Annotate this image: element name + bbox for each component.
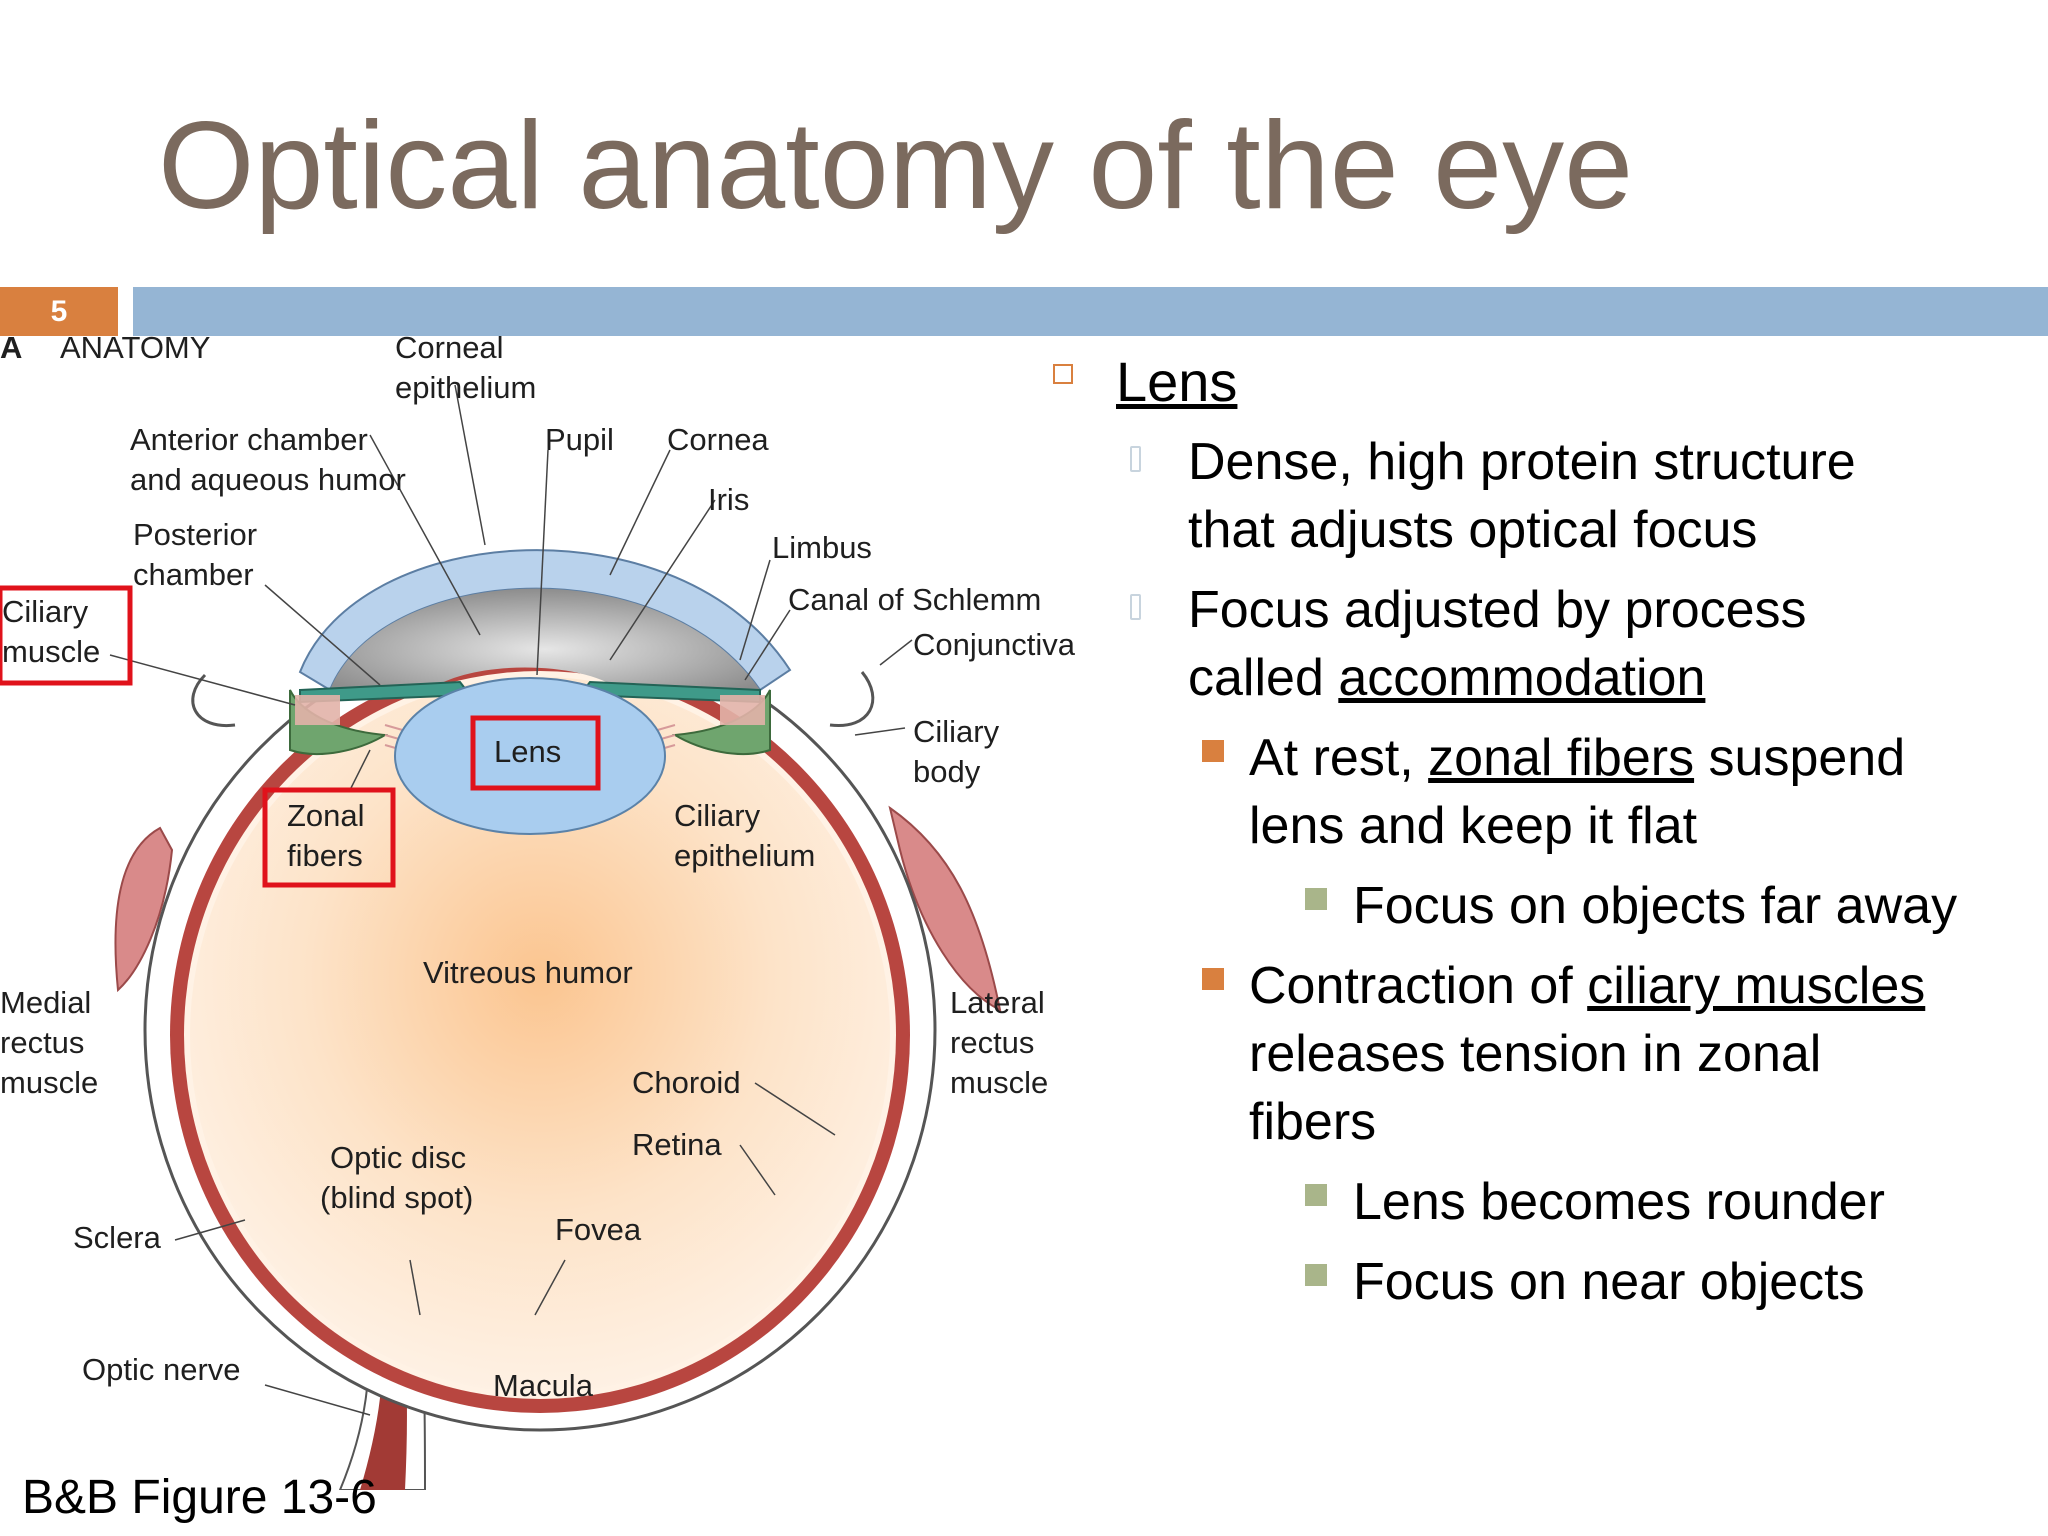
label-canal-of-schlemm: Canal of Schlemm <box>788 582 1041 617</box>
zonal-fibers-highlight <box>262 787 396 888</box>
label-iris: Iris <box>708 482 749 517</box>
label-vitreous-humor: Vitreous humor <box>423 955 633 990</box>
lateral-rectus-muscle <box>888 805 1002 1012</box>
label-medial-rectus: Medial <box>0 985 91 1020</box>
bullet-rounder: Lens becomes rounder <box>1305 1168 2040 1236</box>
ciliary-muscle-highlight <box>0 585 133 686</box>
orange-square-bullet-icon <box>1202 968 1224 990</box>
svg-text:muscle: muscle <box>0 1065 98 1100</box>
bullet-list: Lens Dense, high protein structure that … <box>1040 348 2040 1316</box>
bar-bullet-icon <box>1130 446 1141 472</box>
ciliary-muscles-link: ciliary muscles <box>1587 957 1926 1015</box>
green-square-bullet-icon <box>1305 1264 1327 1286</box>
label-zonal-fibers: Zonal <box>287 798 365 833</box>
label-sclera: Sclera <box>73 1220 162 1255</box>
label-posterior-chamber: Posterior <box>133 517 257 552</box>
label-corneal-epithelium: Corneal <box>395 330 504 365</box>
bullet-dense: Dense, high protein structure that adjus… <box>1130 428 2040 564</box>
slide-number: 5 <box>0 287 118 336</box>
label-choroid: Choroid <box>632 1065 741 1100</box>
bullet-lens: Lens <box>1053 348 2040 416</box>
vitreous-humor-shape <box>190 677 890 1393</box>
label-lateral-rectus: Lateral <box>950 985 1045 1020</box>
header-bar <box>133 287 2048 336</box>
svg-text:muscle: muscle <box>950 1065 1048 1100</box>
svg-text:and aqueous humor: and aqueous humor <box>130 462 406 497</box>
label-pupil: Pupil <box>545 422 614 457</box>
bullet-near: Focus on near objects <box>1305 1248 2040 1316</box>
label-limbus: Limbus <box>772 530 872 565</box>
eye-anatomy-diagram: A ANATOMY Corneal epithelium Anterior ch… <box>0 330 1076 1490</box>
label-anterior-chamber: Anterior chamber <box>130 422 368 457</box>
label-conjunctiva: Conjunctiva <box>913 627 1076 662</box>
label-ciliary-muscle: Ciliary <box>2 594 89 629</box>
label-cornea: Cornea <box>667 422 769 457</box>
bullet-at-rest: At rest, zonal fibers suspend lens and k… <box>1202 724 2040 860</box>
zonal-fibers-link: zonal fibers <box>1428 729 1695 787</box>
svg-text:muscle: muscle <box>2 634 100 669</box>
bullet-far-away: Focus on objects far away <box>1305 872 2040 940</box>
medial-rectus-muscle <box>114 826 174 993</box>
svg-text:body: body <box>913 754 981 789</box>
svg-text:rectus: rectus <box>950 1025 1034 1060</box>
label-fovea: Fovea <box>555 1212 642 1247</box>
lens-heading: Lens <box>1116 350 1238 413</box>
orange-square-bullet-icon <box>1202 740 1224 762</box>
bar-bullet-icon <box>1130 594 1141 620</box>
label-retina: Retina <box>632 1127 722 1162</box>
svg-text:epithelium: epithelium <box>395 370 536 405</box>
panel-title: ANATOMY <box>60 330 210 365</box>
label-ciliary-epithelium: Ciliary <box>674 798 761 833</box>
square-outline-bullet-icon <box>1053 364 1073 384</box>
svg-text:fibers: fibers <box>287 838 363 873</box>
green-square-bullet-icon <box>1305 1184 1327 1206</box>
slide-title: Optical anatomy of the eye <box>158 97 1634 235</box>
svg-text:rectus: rectus <box>0 1025 84 1060</box>
svg-text:(blind spot): (blind spot) <box>320 1180 473 1215</box>
label-lens: Lens <box>494 734 561 769</box>
label-optic-disc: Optic disc <box>330 1140 466 1175</box>
figure-caption: B&B Figure 13-6 <box>22 1471 377 1524</box>
svg-text:chamber: chamber <box>133 557 254 592</box>
label-macula: Macula <box>493 1368 594 1403</box>
bullet-contraction: Contraction of ciliary muscles releases … <box>1202 952 2040 1156</box>
panel-letter: A <box>0 330 22 365</box>
bullet-focus: Focus adjusted by process called accommo… <box>1130 576 2040 712</box>
label-optic-nerve: Optic nerve <box>82 1352 241 1387</box>
lens-highlight <box>470 715 601 791</box>
accommodation-link: accommodation <box>1338 649 1706 707</box>
anterior-chamber-shape <box>330 588 760 690</box>
label-ciliary-body: Ciliary <box>913 714 1000 749</box>
svg-text:epithelium: epithelium <box>674 838 815 873</box>
green-square-bullet-icon <box>1305 888 1327 910</box>
